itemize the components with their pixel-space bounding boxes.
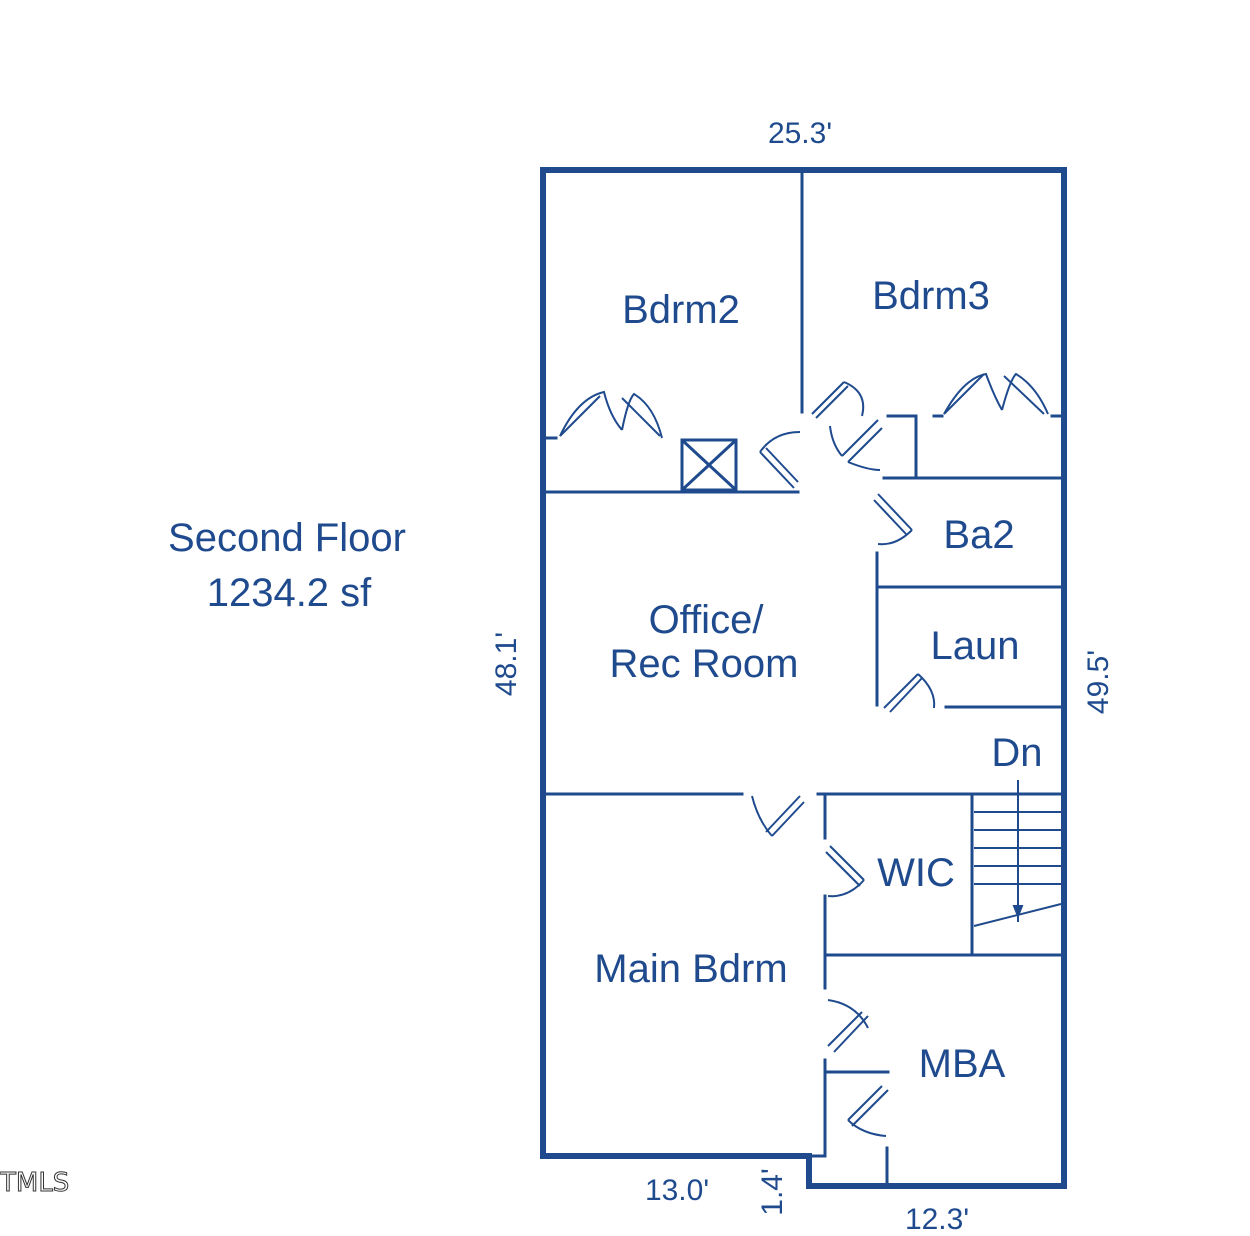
interior-walls	[544, 170, 1063, 1185]
room-label-main-bdrm: Main Bdrm	[594, 947, 787, 991]
door-hall-closet	[829, 419, 883, 471]
room-label-office-line1: Office/	[649, 598, 765, 642]
bifold-door-bdrm3	[943, 372, 1049, 415]
door-mba	[827, 999, 869, 1053]
stairs	[973, 780, 1062, 927]
dimension-left-height: 48.1'	[490, 632, 523, 696]
dimension-bottom-step: 1.4'	[756, 1168, 789, 1215]
room-label-ba2: Ba2	[943, 513, 1014, 557]
room-label-wic: WIC	[877, 851, 955, 895]
bifold-door-bdrm2	[559, 390, 663, 439]
door-bdrm2	[759, 431, 801, 489]
dimension-right-height: 49.5'	[1082, 650, 1115, 714]
stairs-label-dn: Dn	[991, 731, 1042, 775]
room-label-office-line2: Rec Room	[610, 642, 799, 686]
door-laun	[883, 673, 936, 713]
exterior-wall	[540, 167, 1067, 1189]
attic-access-box	[680, 438, 738, 492]
door-bdrm3	[811, 381, 865, 419]
dimension-bottom-left: 13.0'	[645, 1174, 709, 1207]
door-main-bdrm	[751, 795, 805, 837]
room-label-laun: Laun	[931, 624, 1020, 668]
mls-watermark: TMLS	[0, 1168, 69, 1198]
door-wic	[825, 845, 865, 898]
dimension-bottom-right: 12.3'	[905, 1203, 969, 1236]
door-ba2	[873, 493, 913, 546]
closet-wall-stubs	[544, 414, 1063, 1158]
floor-area: 1234.2 sf	[207, 571, 372, 615]
room-label-bdrm3: Bdrm3	[872, 274, 990, 318]
dimension-top-width: 25.3'	[768, 117, 832, 150]
floor-name: Second Floor	[168, 516, 406, 560]
door-mba-closet	[847, 1085, 889, 1137]
room-label-bdrm2: Bdrm2	[622, 288, 740, 332]
room-label-mba: MBA	[919, 1042, 1006, 1086]
